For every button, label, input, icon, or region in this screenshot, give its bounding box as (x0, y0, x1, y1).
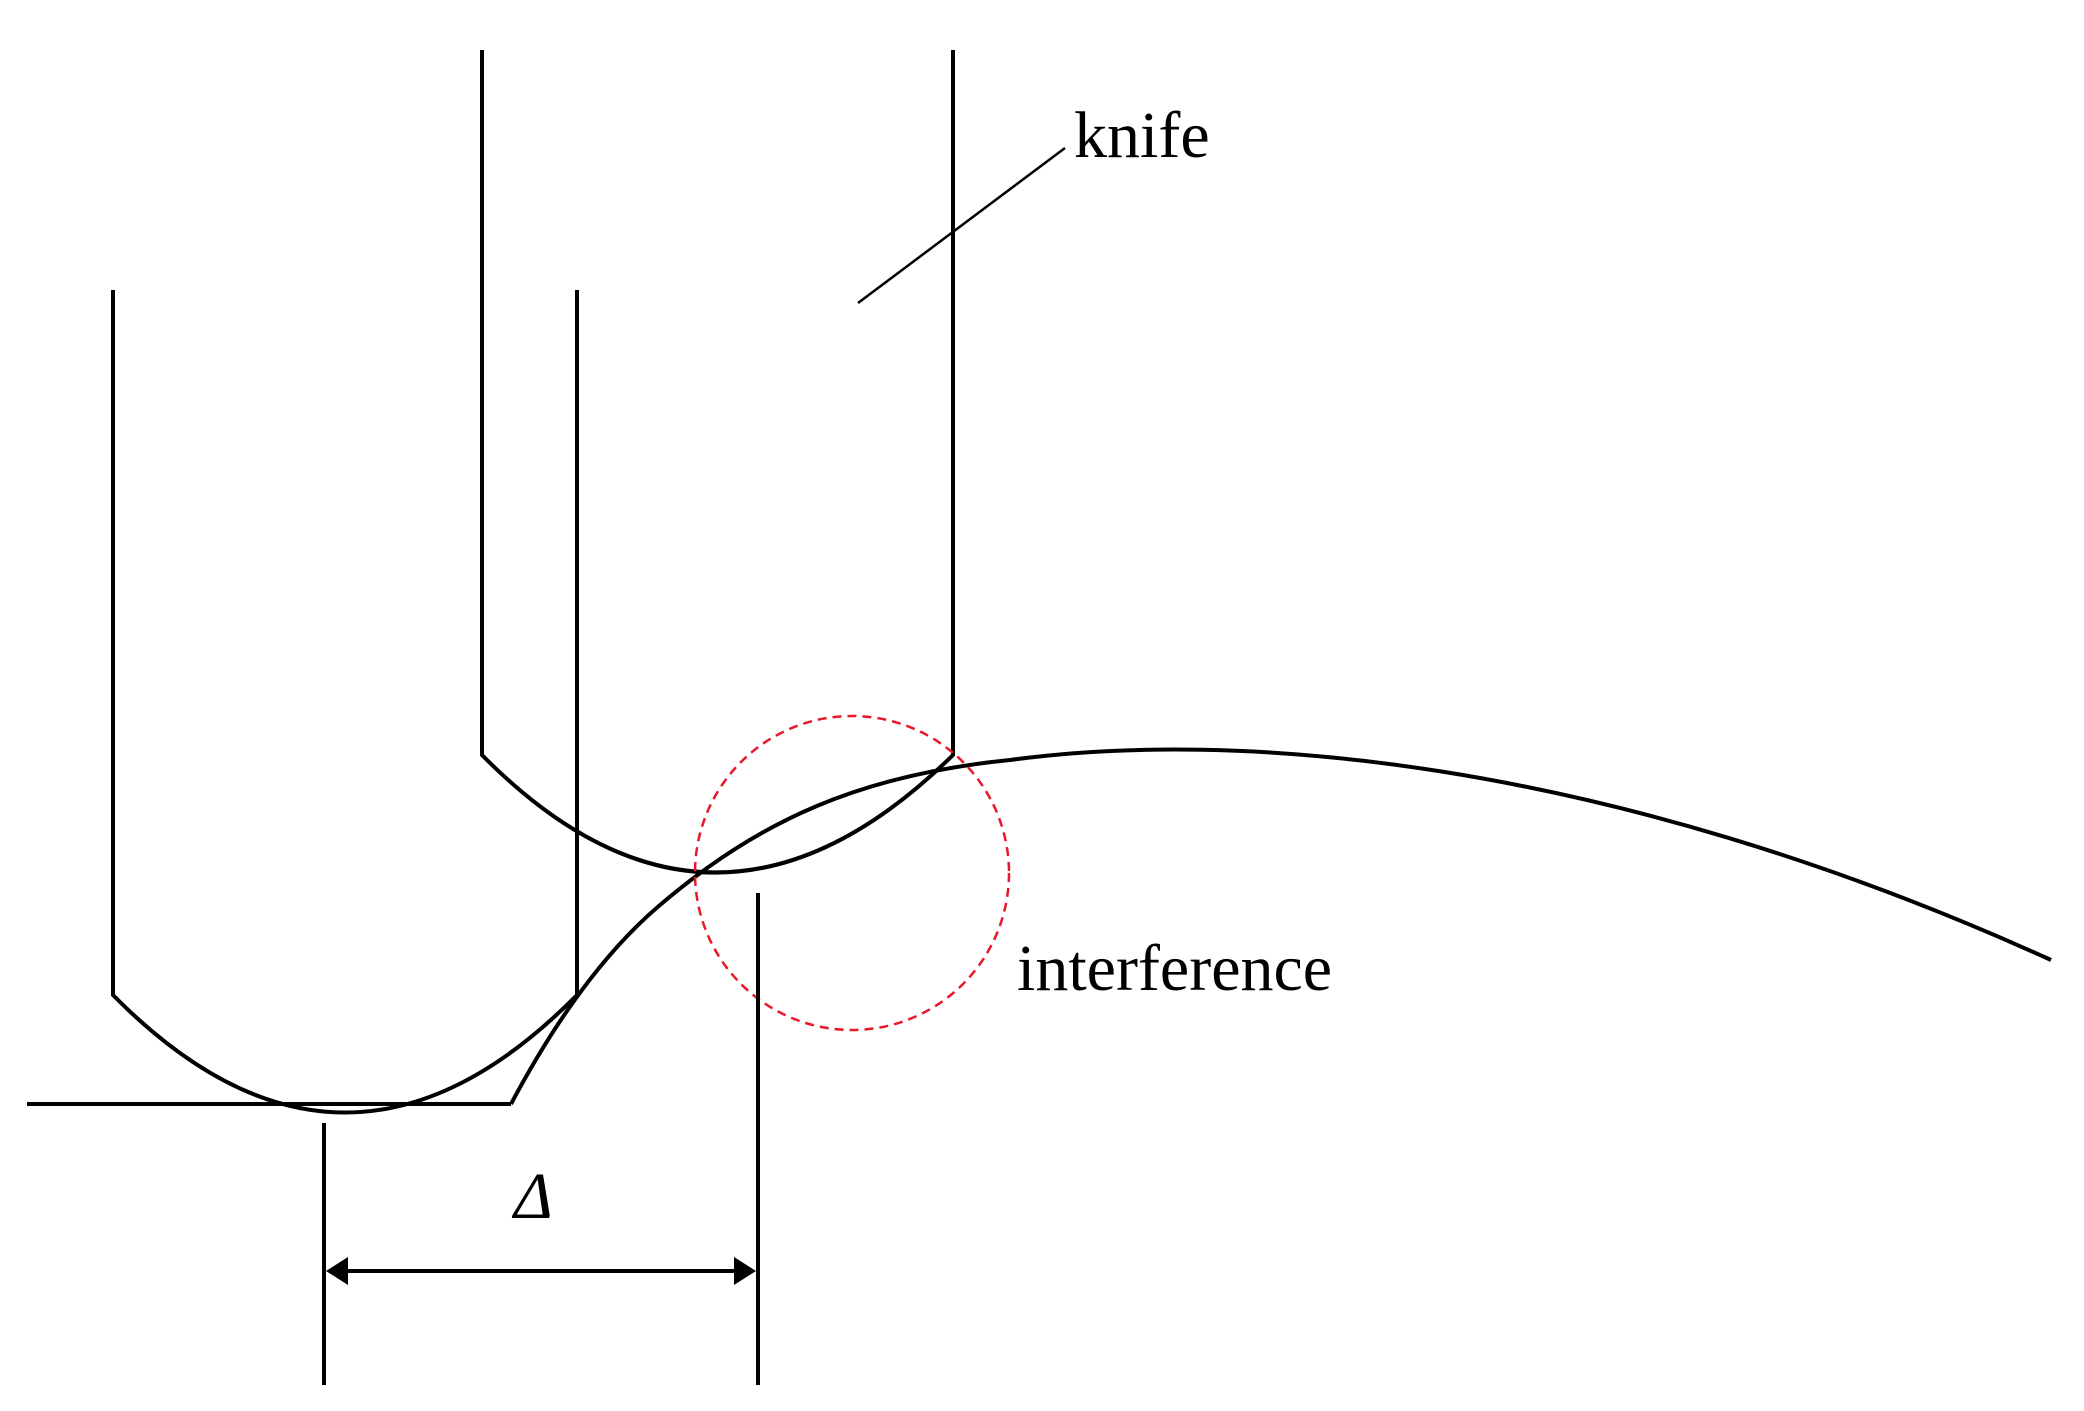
delta-label: Δ (511, 1160, 553, 1233)
profile-curve (509, 747, 2052, 1105)
knife-label: knife (1074, 99, 1210, 172)
knife-leader-line (857, 146, 1066, 305)
interference-circle (693, 714, 1011, 1032)
cutter-left (111, 290, 579, 1115)
dimension-arrow-left (326, 1257, 348, 1285)
dimension-arrow-right (734, 1257, 756, 1285)
cutter-knife (480, 50, 955, 875)
interference-label: interference (1017, 932, 1332, 1005)
